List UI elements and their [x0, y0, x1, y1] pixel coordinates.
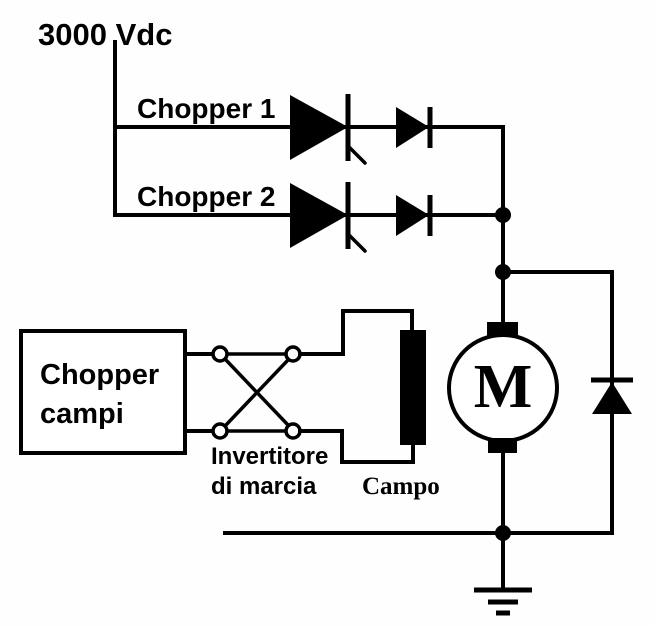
ground-symbol — [474, 531, 532, 616]
thyristor-gate-lead — [346, 144, 367, 165]
motor-bottom-terminal — [488, 438, 517, 453]
field-winding-label: Campo — [362, 473, 440, 500]
reverser-label-line1: Invertitore — [211, 443, 328, 470]
motor-label: M — [474, 353, 533, 421]
switch-contact-circle — [284, 422, 302, 440]
field-bottom-wire — [298, 429, 415, 464]
return-rail — [223, 525, 614, 541]
diode-triangle — [396, 195, 429, 236]
thyristor-triangle — [290, 95, 348, 160]
junction-dot — [495, 264, 511, 280]
supply-bus: 3000 Vdc — [38, 17, 172, 217]
switch-contact-circle — [284, 345, 302, 363]
chopper2-label: Chopper 2 — [137, 181, 275, 212]
chopper1-thyristor-symbol — [290, 94, 367, 165]
chopper2-branch: Chopper 2 — [113, 181, 505, 253]
reversing-switch: Invertitore di marcia — [183, 345, 328, 500]
chopper1-branch: Chopper 1 — [113, 93, 505, 165]
field-chopper-label-line1: Chopper — [40, 359, 159, 391]
thyristor-gate-lead — [346, 232, 367, 253]
field-chopper-box — [19, 329, 187, 455]
junction-dot — [495, 207, 511, 223]
field-winding: Campo — [298, 309, 440, 500]
reverser-label-line2: di marcia — [211, 473, 317, 500]
supply-voltage-label: 3000 Vdc — [38, 17, 172, 52]
field-chopper: Chopper campi — [19, 329, 187, 455]
chopper1-label: Chopper 1 — [137, 93, 275, 124]
motor: M — [447, 322, 559, 535]
chopper1-series-diode-symbol — [396, 107, 433, 148]
switch-contact-circle — [211, 422, 229, 440]
switch-contact-circle — [211, 345, 229, 363]
diode-triangle — [396, 107, 429, 148]
field-chopper-label-line2: campi — [40, 398, 124, 430]
chopper2-thyristor-symbol — [290, 182, 367, 253]
thyristor-triangle — [290, 183, 348, 248]
motor-top-terminal — [487, 322, 518, 337]
field-winding-bar — [400, 330, 426, 445]
reverser-cross-link-up — [224, 358, 290, 427]
chopper2-series-diode-symbol — [396, 195, 433, 236]
diode-triangle — [592, 382, 632, 414]
field-top-wire — [298, 309, 414, 356]
freewheel-diode-symbol — [591, 377, 633, 414]
